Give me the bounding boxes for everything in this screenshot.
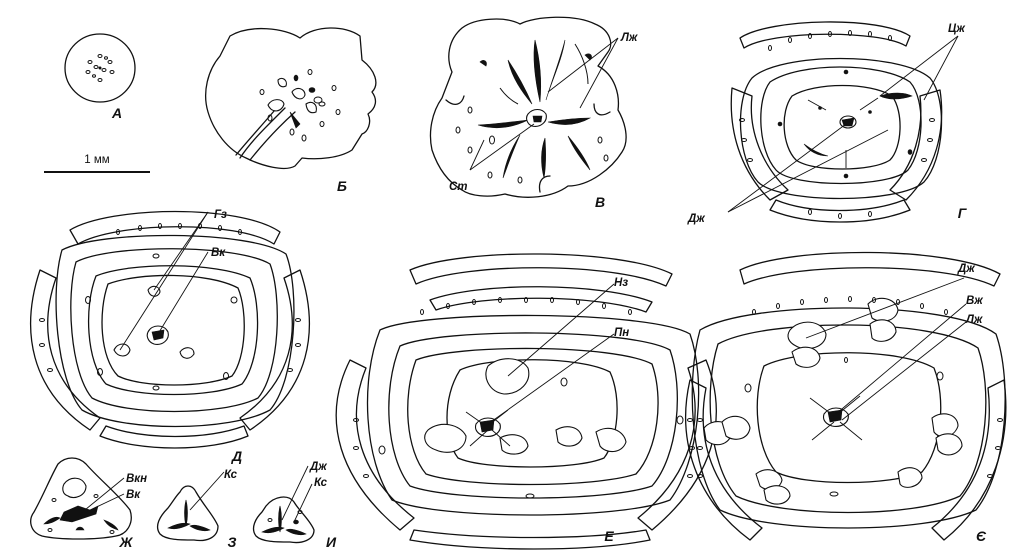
annotation-st-v: Ст (449, 181, 468, 193)
annotation-lzh-ye: Лж (965, 314, 983, 326)
annotation-ks-i: Кс (314, 477, 328, 489)
panel-z-label: З (228, 534, 237, 550)
panel-z-section (158, 486, 218, 540)
panel-g-label: Г (958, 205, 968, 221)
panel-d-section (31, 212, 310, 449)
panel-i-label: И (326, 534, 337, 550)
panel-ye-section (686, 252, 1006, 540)
panel-g-section (731, 22, 941, 222)
panel-e-label: Е (604, 528, 614, 544)
scale-bar-text: 1 мм (84, 154, 109, 166)
panel-ye-label: Є (976, 528, 987, 544)
annotation-dzh-i: Дж (309, 461, 327, 473)
annotation-tszh-g: Цж (948, 23, 965, 35)
panel-a-section (65, 34, 135, 102)
annotation-vkn-zh: Вкн (126, 473, 147, 485)
annotation-gz-d: Гз (214, 209, 227, 221)
annotation-pn-e: Пн (614, 327, 629, 339)
panel-zh-section (31, 458, 132, 539)
panel-d-label: Д (231, 448, 242, 464)
annotation-vzh-ye: Вж (966, 295, 983, 307)
panel-a-label: А (111, 105, 122, 121)
annotation-dzh-g: Дж (687, 213, 705, 225)
panel-e-section (336, 254, 716, 549)
annotation-vk-zh: Вк (126, 489, 141, 501)
annotation-ks-z: Кс (224, 469, 238, 481)
annotation-lzh-v: Лж (620, 32, 638, 44)
panel-i-section (254, 497, 314, 542)
panel-zh-label: Ж (119, 534, 134, 550)
panel-v-section (430, 17, 626, 197)
panel-b-label: Б (337, 178, 347, 194)
panel-b-section (206, 28, 376, 168)
panel-v-label: В (595, 194, 605, 210)
annotation-dzh-ye: Дж (957, 263, 975, 275)
annotation-nz-e: Нз (614, 277, 628, 289)
annotation-vk-d: Вк (211, 247, 226, 259)
